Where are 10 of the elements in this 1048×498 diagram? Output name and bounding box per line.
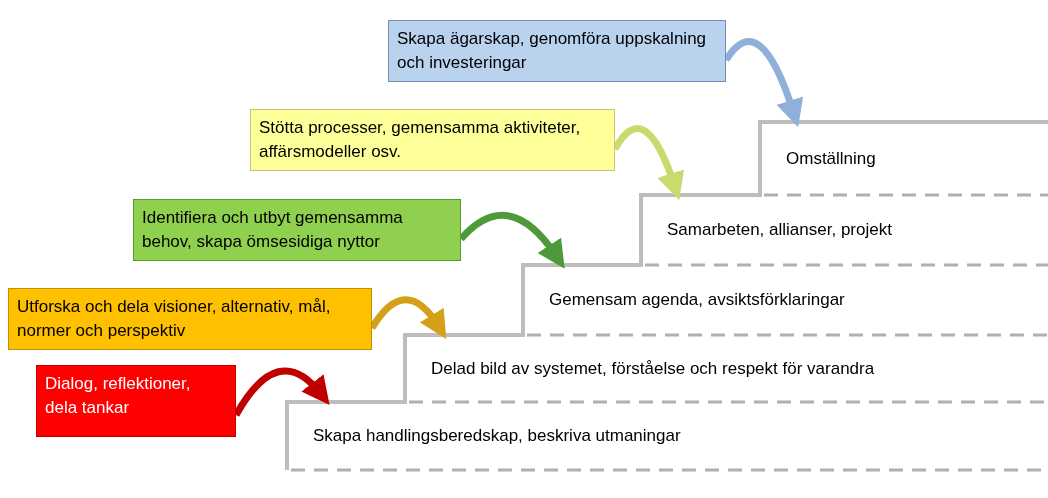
text-box: Utforska och dela visioner, alternativ, mål, normer och perspektiv bbox=[8, 288, 372, 350]
stair-step: Omställning bbox=[764, 125, 1048, 192]
text-box: Skapa ägarskap, genomföra uppskalning och investeringar bbox=[388, 20, 726, 82]
text-box: Stötta processer, gemensamma aktiviteter, affärsmodeller osv. bbox=[250, 109, 615, 171]
text-box: Identifiera och utbyt gemensamma behov, skapa ömsesidiga nyttor bbox=[133, 199, 461, 261]
text-box: Dialog, reflektioner, dela tankar bbox=[36, 365, 236, 437]
stair-step: Gemensam agenda, avsiktsförklaringar bbox=[527, 268, 1048, 332]
stair-step: Delad bild av systemet, förståelse och respekt för varandra bbox=[409, 338, 1048, 399]
stair-step: Samarbeten, allianser, projekt bbox=[645, 198, 1048, 262]
stair-step: Skapa handlingsberedskap, beskriva utmaningar bbox=[291, 405, 1048, 467]
